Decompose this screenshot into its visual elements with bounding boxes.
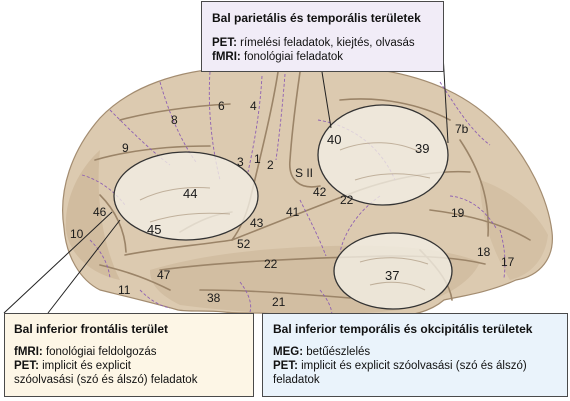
temporal-callout-title: Bal inferior temporális és okcipitális t… — [273, 322, 533, 336]
area-10: 10 — [70, 227, 84, 241]
area-6: 6 — [218, 99, 225, 113]
area-45: 45 — [147, 222, 161, 237]
temporal-line1-text: betűészlelés — [303, 346, 371, 358]
frontal-line2-text: implicit és explicit — [38, 360, 131, 372]
frontal-line2-label: PET: — [14, 360, 39, 372]
area-43: 43 — [250, 216, 264, 230]
temporal-callout-line-1: MEG: betűészlelés — [273, 345, 567, 359]
temporal-line2-text: implicit és explicit szóolvasási (szó és… — [297, 360, 527, 372]
area-2: 2 — [267, 158, 274, 172]
temporal-line2-label: PET: — [273, 360, 298, 372]
area-37: 37 — [385, 268, 399, 283]
frontal-callout-line-2: PET: implicit és explicit — [14, 359, 253, 373]
area-4: 4 — [250, 99, 257, 113]
inferior-frontal-region — [113, 151, 259, 241]
area-11: 11 — [118, 283, 131, 297]
area-46: 46 — [93, 205, 107, 219]
occipital-shade — [480, 180, 548, 280]
area-labels: 4 6 8 9 3 1 2 S II 40 39 7b 44 45 46 10 … — [70, 99, 515, 309]
area-52: 52 — [237, 237, 251, 251]
area-44: 44 — [183, 186, 197, 201]
frontal-line1-label: fMRI: — [14, 346, 43, 358]
parietal-line2-text: fonológiai feladatok — [240, 51, 344, 63]
frontal-callout-title: Bal inferior frontális terület — [14, 322, 169, 336]
parietal-line2-label: fMRI: — [212, 51, 241, 63]
area-17: 17 — [501, 255, 515, 269]
frontal-callout-line-3: szóolvasási (szó és álszó) feladatok — [14, 374, 198, 386]
area-41: 41 — [286, 205, 300, 219]
temporal-line1-label: MEG: — [273, 346, 304, 358]
sulci-in-regions — [139, 142, 431, 291]
parietal-temporal-region — [317, 104, 449, 206]
area-38: 38 — [207, 291, 221, 305]
area-3: 3 — [237, 155, 244, 169]
parietal-line1-label: PET: — [212, 37, 237, 49]
area-18: 18 — [477, 245, 491, 259]
area-22-upper: 22 — [340, 193, 354, 207]
parietal-callout-line-2: fMRI: fonológiai feladatok — [212, 50, 443, 64]
area-1: 1 — [254, 152, 261, 166]
temporal-callout-line-2: PET: implicit és explicit szóolvasási (s… — [273, 359, 567, 373]
callout-connectors — [3, 35, 449, 314]
area-7b: 7b — [455, 122, 469, 136]
frontal-line1-text: fonológiai feldolgozás — [42, 346, 157, 358]
area-22-lower: 22 — [264, 257, 278, 271]
inferior-temporal-occipital-region — [333, 232, 453, 310]
area-21: 21 — [272, 295, 286, 309]
area-9: 9 — [122, 141, 129, 155]
area-8: 8 — [171, 113, 178, 127]
area-S-II: S II — [295, 166, 313, 180]
parietal-callout-line-1: PET: rímelési feladatok, kiejtés, olvasá… — [212, 36, 443, 50]
frontal-callout-line-1: fMRI: fonológiai feldolgozás — [14, 345, 253, 359]
area-42: 42 — [313, 185, 327, 199]
parietal-callout-title: Bal parietális és temporális területek — [212, 11, 421, 25]
temporal-callout-line-3: feladatok — [273, 374, 320, 386]
area-40: 40 — [327, 132, 341, 147]
parietal-line1-text: rímelési feladatok, kiejtés, olvasás — [236, 37, 415, 49]
inferior-frontal-callout: Bal inferior frontális terület fMRI: fon… — [4, 313, 254, 397]
area-19: 19 — [451, 206, 465, 220]
parietal-temporal-callout: Bal parietális és temporális területek P… — [201, 1, 444, 72]
frontal-pole-shade — [65, 150, 120, 280]
inferior-temporal-occipital-callout: Bal inferior temporális és okcipitális t… — [262, 313, 568, 397]
area-39: 39 — [415, 141, 429, 156]
area-47: 47 — [157, 268, 171, 282]
